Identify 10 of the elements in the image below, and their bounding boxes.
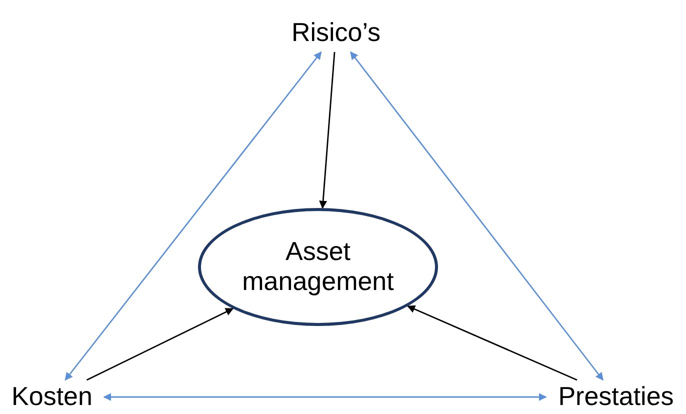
node-label: Kosten <box>0 380 104 414</box>
arrow <box>103 393 547 401</box>
arrow <box>350 51 604 381</box>
ellipse-node: Asset management <box>198 208 438 326</box>
node-label: Prestaties <box>546 380 686 414</box>
arrow <box>64 51 322 381</box>
node-label: Risico’s <box>278 14 394 52</box>
arrow <box>407 305 578 381</box>
arrow <box>86 308 234 381</box>
arrow <box>319 52 336 209</box>
